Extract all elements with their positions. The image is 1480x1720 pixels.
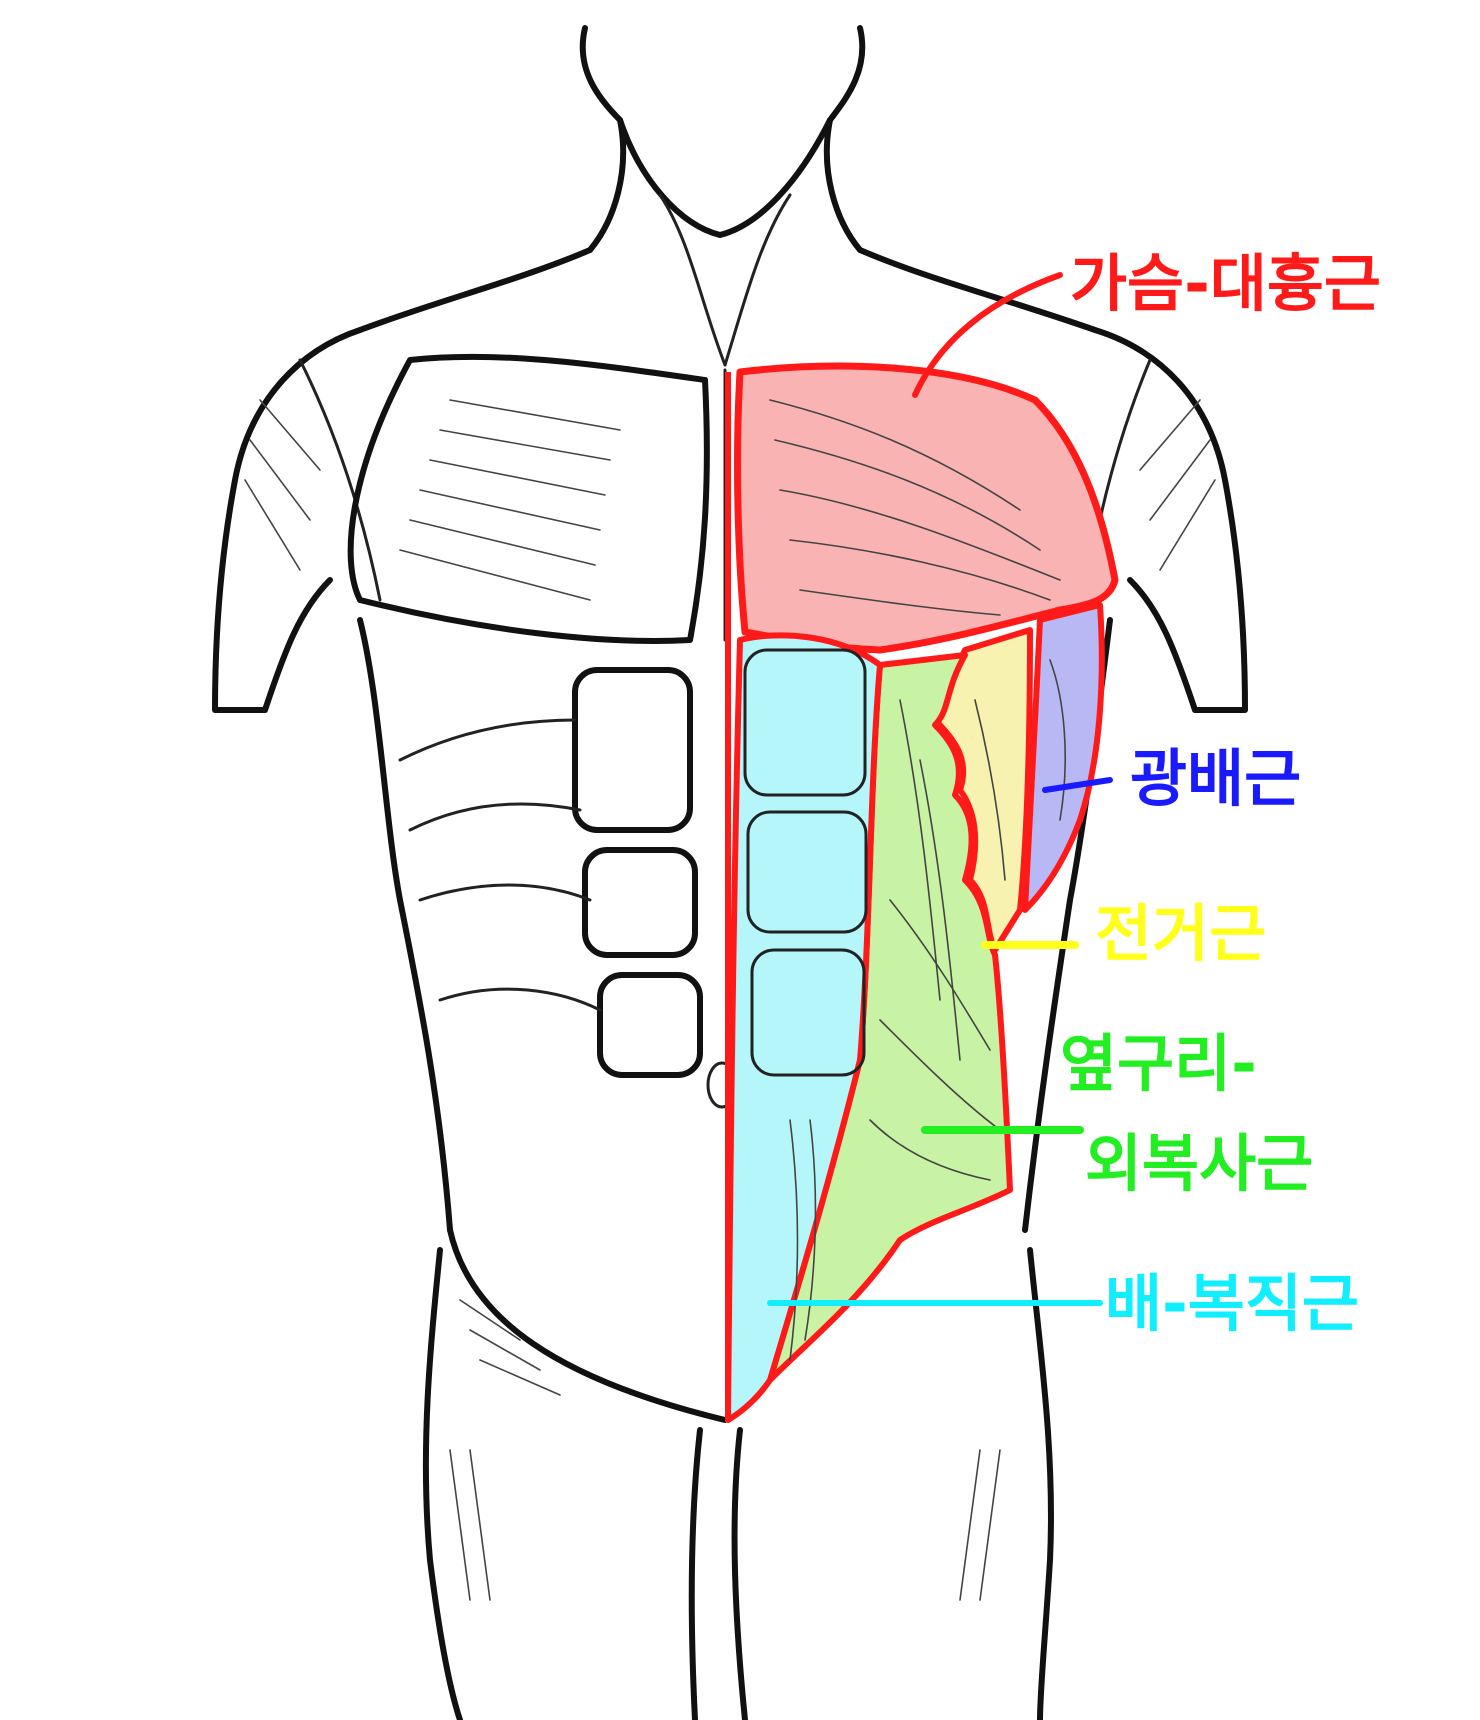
leader-lines	[767, 272, 1113, 1306]
latissimus-leader	[1042, 777, 1113, 793]
labels: 가슴-대흉근 광배근 전거근 옆구리- 외복사근 배-복직근	[1060, 247, 1381, 1340]
latissimus-region	[1022, 602, 1105, 913]
latissimus-label: 광배근	[1130, 742, 1301, 815]
pectoralis-region	[734, 362, 1119, 654]
serratus-label: 전거근	[1095, 897, 1266, 970]
colored-region-details	[743, 399, 1066, 1361]
oblique-label-line1: 옆구리-	[1060, 1027, 1257, 1100]
rectus-label: 배-복직근	[1105, 1267, 1359, 1340]
pectoralis-label: 가슴-대흉근	[1070, 247, 1381, 320]
muscle-regions	[725, 362, 1119, 1423]
oblique-label-line2: 외복사근	[1085, 1127, 1313, 1200]
rectus-region	[725, 632, 883, 1423]
pectoralis-leader	[912, 272, 1063, 398]
